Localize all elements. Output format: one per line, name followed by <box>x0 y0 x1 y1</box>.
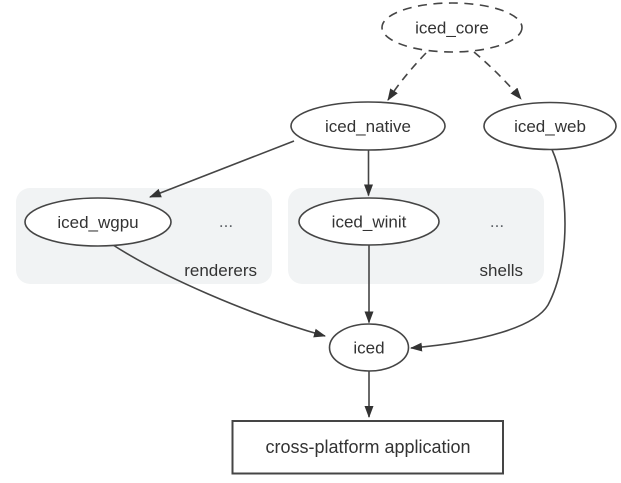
node-iced-native: iced_native <box>290 101 446 151</box>
iced-wgpu-ellipse <box>24 197 172 247</box>
application-label: cross-platform application <box>265 437 470 457</box>
edge-native-to-wgpu <box>149 140 295 198</box>
node-iced: iced <box>328 323 410 372</box>
node-iced-winit: iced_winit <box>298 197 440 246</box>
edge-core-to-native <box>387 52 427 101</box>
iced-ellipse <box>328 323 410 372</box>
edge-wgpu-to-iced <box>109 242 326 338</box>
node-iced-web: iced_web <box>483 101 617 151</box>
shells-group-label: shells <box>480 261 523 280</box>
iced-web-ellipse <box>483 101 617 151</box>
application-rect <box>231 420 504 475</box>
renderers-group-label: renderers <box>184 261 257 280</box>
iced-label: iced <box>353 339 384 358</box>
edge-core-to-web <box>473 51 522 100</box>
node-iced-core: iced_core <box>381 2 523 53</box>
iced-core-label: iced_core <box>415 19 489 38</box>
iced-native-label: iced_native <box>325 117 411 136</box>
edge-web-to-iced <box>410 149 566 352</box>
iced-native-ellipse <box>290 101 446 151</box>
shells-ellipsis: ... <box>490 212 504 231</box>
iced-winit-ellipse <box>298 197 440 246</box>
iced-web-label: iced_web <box>514 117 586 136</box>
iced-core-ellipse <box>381 2 523 53</box>
iced-wgpu-label: iced_wgpu <box>57 213 138 232</box>
iced-winit-label: iced_winit <box>332 213 407 232</box>
node-application: cross-platform application <box>231 420 504 475</box>
node-iced-wgpu: iced_wgpu <box>24 197 172 247</box>
renderers-ellipsis: ... <box>219 212 233 231</box>
